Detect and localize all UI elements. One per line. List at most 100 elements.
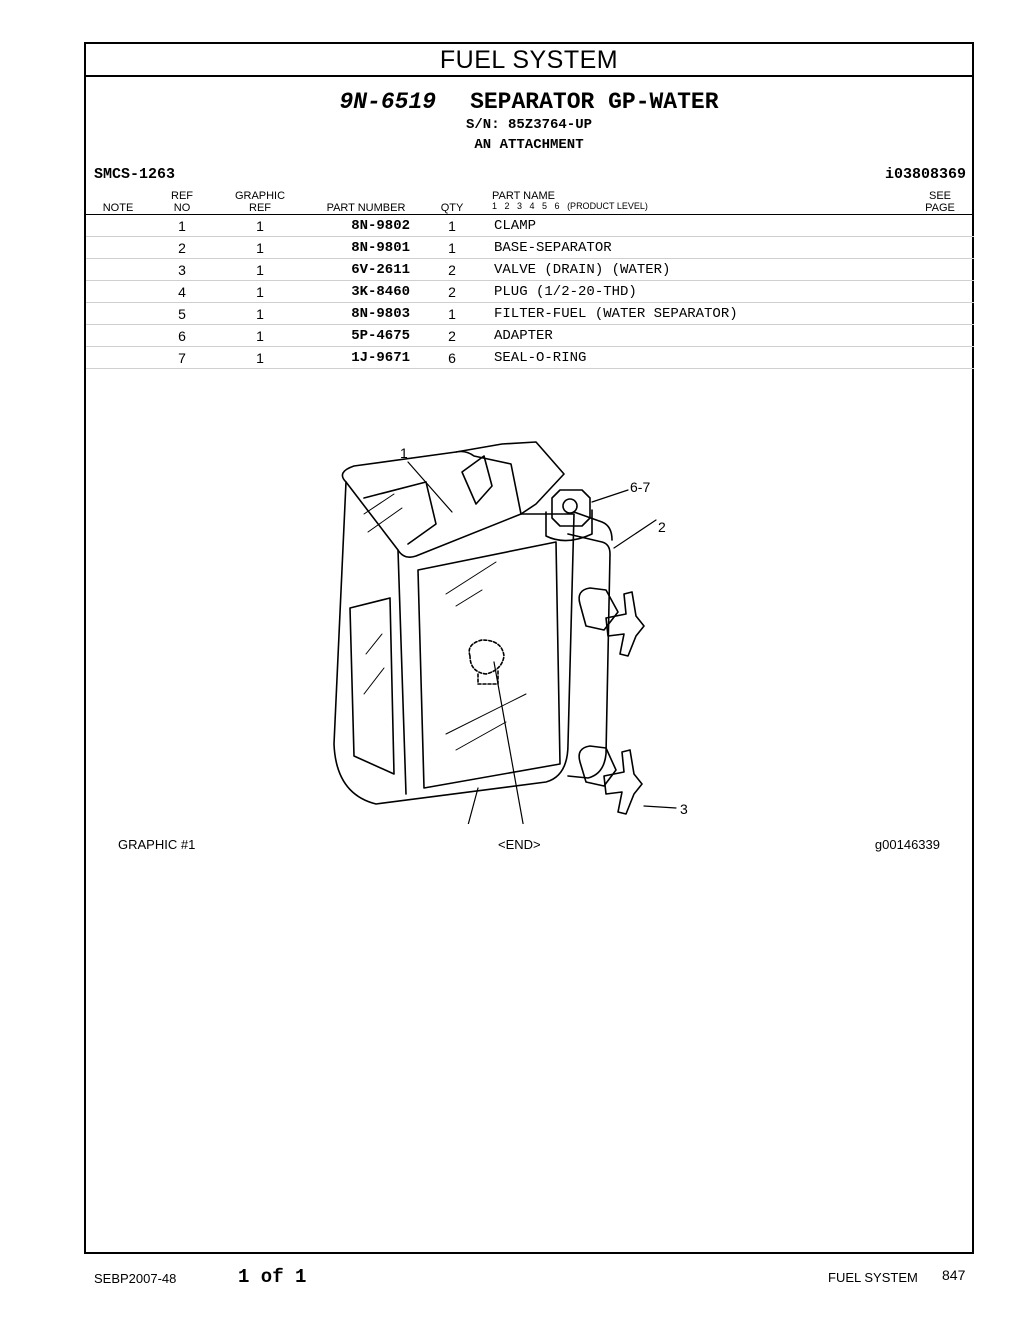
col-see-page-line1: SEE <box>928 190 951 202</box>
adapter-bore-shape <box>562 498 578 514</box>
table-row: 6 1 5P-4675 2 ADAPTER <box>86 325 974 347</box>
ref-no: 6 <box>178 328 186 344</box>
quantity: 6 <box>448 350 456 366</box>
graphic-end-marker: <END> <box>498 837 541 852</box>
col-graphic-ref-line1: GRAPHIC <box>234 190 286 202</box>
lower-valve-body-shape <box>578 745 617 787</box>
part-number: 3K-8460 <box>351 284 410 300</box>
table-row: 7 1 1J-9671 6 SEAL-O-RING <box>86 347 974 369</box>
graphic-ref: 1 <box>256 284 264 300</box>
section-title: FUEL SYSTEM <box>86 44 972 77</box>
graphic-id: g00146339 <box>874 837 940 852</box>
quantity: 2 <box>448 262 456 278</box>
col-see-page: SEE PAGE <box>920 190 960 214</box>
clamp-band-shape <box>341 450 522 558</box>
quantity: 1 <box>448 306 456 322</box>
graphic-ref: 1 <box>256 218 264 234</box>
col-see-page-line2: PAGE <box>925 202 955 214</box>
footer-page-count: 1 of 1 <box>238 1266 307 1288</box>
leader-line-5 <box>467 787 479 824</box>
leader-line-4-7 <box>493 661 524 824</box>
col-note: NOTE <box>102 202 134 214</box>
graphic-ref: 1 <box>256 350 264 366</box>
table-row: 4 1 3K-8460 2 PLUG (1/2-20-THD) <box>86 281 974 303</box>
graphic-ref: 1 <box>256 262 264 278</box>
product-level-numbers: 1 2 3 4 5 6 <box>492 201 560 211</box>
callout-3: 3 <box>680 801 688 817</box>
upper-valve-handle-shape <box>605 591 645 657</box>
clamp-strap-shape <box>363 481 437 545</box>
base-separator-edge-shape <box>573 511 613 541</box>
drain-plug-stem-shape <box>477 669 499 685</box>
graphic-label: GRAPHIC #1 <box>118 837 196 852</box>
part-number: 8N-9801 <box>351 240 410 256</box>
col-part-name: PART NAME <box>492 190 555 202</box>
footer-page-number: 847 <box>942 1267 966 1283</box>
part-name: VALVE (DRAIN) (WATER) <box>494 262 671 278</box>
part-number: 8N-9802 <box>351 218 410 234</box>
part-number: 5P-4675 <box>351 328 410 344</box>
part-name: BASE-SEPARATOR <box>494 240 612 256</box>
col-ref-no-line1: REF <box>171 190 193 202</box>
table-row: 5 1 8N-9803 1 FILTER-FUEL (WATER SEPARAT… <box>86 303 974 325</box>
part-name: CLAMP <box>494 218 537 234</box>
part-number: 8N-9803 <box>351 306 410 322</box>
part-number: 1J-9671 <box>351 350 410 366</box>
product-levels: 1 2 3 4 5 6 (PRODUCT LEVEL) <box>492 201 648 211</box>
serial-range: S/N: 85Z3764-UP <box>465 117 593 133</box>
ref-no: 3 <box>178 262 186 278</box>
part-name: ADAPTER <box>494 328 553 344</box>
quantity: 2 <box>448 284 456 300</box>
col-graphic-ref: GRAPHIC REF <box>230 190 290 214</box>
clamp-lip-shape <box>455 441 565 515</box>
adapter-fitting-shape <box>545 509 593 542</box>
col-ref-no: REF NO <box>166 190 198 214</box>
part-name: SEAL-O-RING <box>494 350 587 366</box>
quantity: 2 <box>448 328 456 344</box>
col-part-number: PART NUMBER <box>326 202 406 214</box>
graphic-ref: 1 <box>256 306 264 322</box>
col-qty: QTY <box>440 202 464 214</box>
ref-no: 7 <box>178 350 186 366</box>
ref-no: 2 <box>178 240 186 256</box>
graphic-ref: 1 <box>256 328 264 344</box>
glare-marks-shape <box>363 493 527 751</box>
attachment-label: AN ATTACHMENT <box>474 137 584 153</box>
base-separator-shape <box>567 533 611 779</box>
smcs-code: SMCS-1263 <box>94 166 176 183</box>
callout-2: 2 <box>658 519 666 535</box>
filter-inner-panel-shape <box>417 541 561 789</box>
clamp-tab-shape <box>461 455 493 505</box>
adapter-nut-shape <box>551 489 591 527</box>
leader-line-1 <box>407 461 453 513</box>
ref-no: 5 <box>178 306 186 322</box>
ref-no: 1 <box>178 218 186 234</box>
filter-bowl-shape <box>333 481 575 805</box>
part-name: PLUG (1/2-20-THD) <box>494 284 637 300</box>
group-name: SEPARATOR GP-WATER <box>470 89 719 115</box>
footer-section: FUEL SYSTEM <box>828 1270 918 1285</box>
col-graphic-ref-line2: REF <box>249 202 271 214</box>
drain-plug-shape <box>468 639 505 675</box>
quantity: 1 <box>448 218 456 234</box>
filter-side-panel-shape <box>349 597 395 775</box>
leader-line-3 <box>643 805 677 809</box>
footer-book-id: SEBP2007-48 <box>94 1271 177 1286</box>
ref-no: 4 <box>178 284 186 300</box>
upper-valve-body-shape <box>578 587 619 631</box>
product-level-label: (PRODUCT LEVEL) <box>567 201 648 211</box>
col-ref-no-line2: NO <box>173 202 191 214</box>
part-number: 6V-2611 <box>351 262 410 278</box>
table-row: 3 1 6V-2611 2 VALVE (DRAIN) (WATER) <box>86 259 974 281</box>
lower-valve-handle-shape <box>603 749 643 815</box>
separator-diagram: 1 6-7 2 3 4-7 5 <box>333 441 688 824</box>
leader-line-6-7 <box>591 489 629 503</box>
part-name: FILTER-FUEL (WATER SEPARATOR) <box>494 306 738 322</box>
quantity: 1 <box>448 240 456 256</box>
filter-front-face-shape <box>397 549 407 795</box>
document-id: i03808369 <box>884 166 966 183</box>
table-row: 2 1 8N-9801 1 BASE-SEPARATOR <box>86 237 974 259</box>
callout-1: 1 <box>400 445 408 461</box>
